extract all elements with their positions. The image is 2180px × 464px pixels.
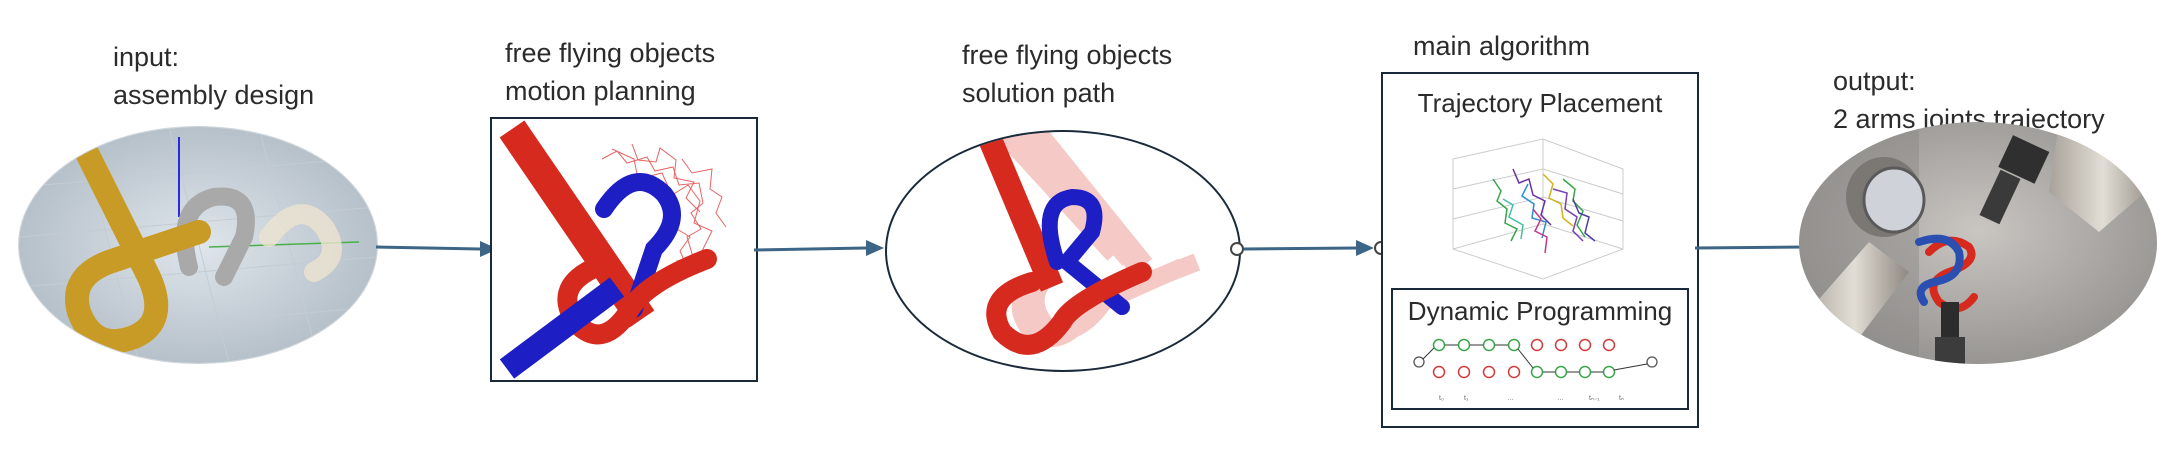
output-label: output: 2 arms joints trajectory (1833, 62, 2105, 138)
dynamic-programming-box: Dynamic Programming (1391, 288, 1689, 410)
assembly-design-image (18, 126, 378, 364)
arrow-2 (754, 240, 884, 256)
input-label-line1: input: (113, 42, 180, 72)
arrow-1 (376, 241, 498, 257)
dynamic-programming-title: Dynamic Programming (1407, 296, 1673, 326)
svg-text:t₀: t₀ (1439, 395, 1444, 402)
motion-planning-image (490, 117, 758, 382)
arrow-3 (1230, 240, 1388, 256)
input-label: input: assembly design (113, 38, 314, 114)
svg-text:…: … (1557, 395, 1564, 402)
solution-path-label-line1: free flying objects (962, 40, 1173, 70)
solution-path-image (885, 130, 1241, 372)
input-label-line2: assembly design (113, 80, 315, 110)
main-algorithm-label: main algorithm (1413, 27, 1590, 65)
trajectory-placement-plot (1452, 138, 1624, 280)
main-algorithm-label-line1: main algorithm (1413, 31, 1591, 61)
solution-path-label-line2: solution path (962, 78, 1116, 108)
solution-path-label: free flying objects solution path (962, 36, 1172, 112)
motion-planning-label-line2: motion planning (505, 76, 696, 106)
motion-planning-label-line1: free flying objects (505, 38, 716, 68)
trajectory-placement-title: Trajectory Placement (1417, 88, 1663, 118)
svg-text:…: … (1507, 395, 1514, 402)
output-label-line1: output: (1833, 66, 1916, 96)
svg-text:t₁: t₁ (1464, 395, 1469, 402)
robot-arms-image (1799, 122, 2157, 364)
svg-text:tₙ: tₙ (1619, 395, 1624, 402)
svg-text:tₙ₋₁: tₙ₋₁ (1589, 395, 1600, 402)
main-algorithm-box: Trajectory Placement Dynamic Programming (1381, 72, 1699, 428)
motion-planning-label: free flying objects motion planning (505, 34, 715, 110)
dynamic-programming-graph: t₀ t₁ … … tₙ₋₁ tₙ (1413, 338, 1658, 402)
